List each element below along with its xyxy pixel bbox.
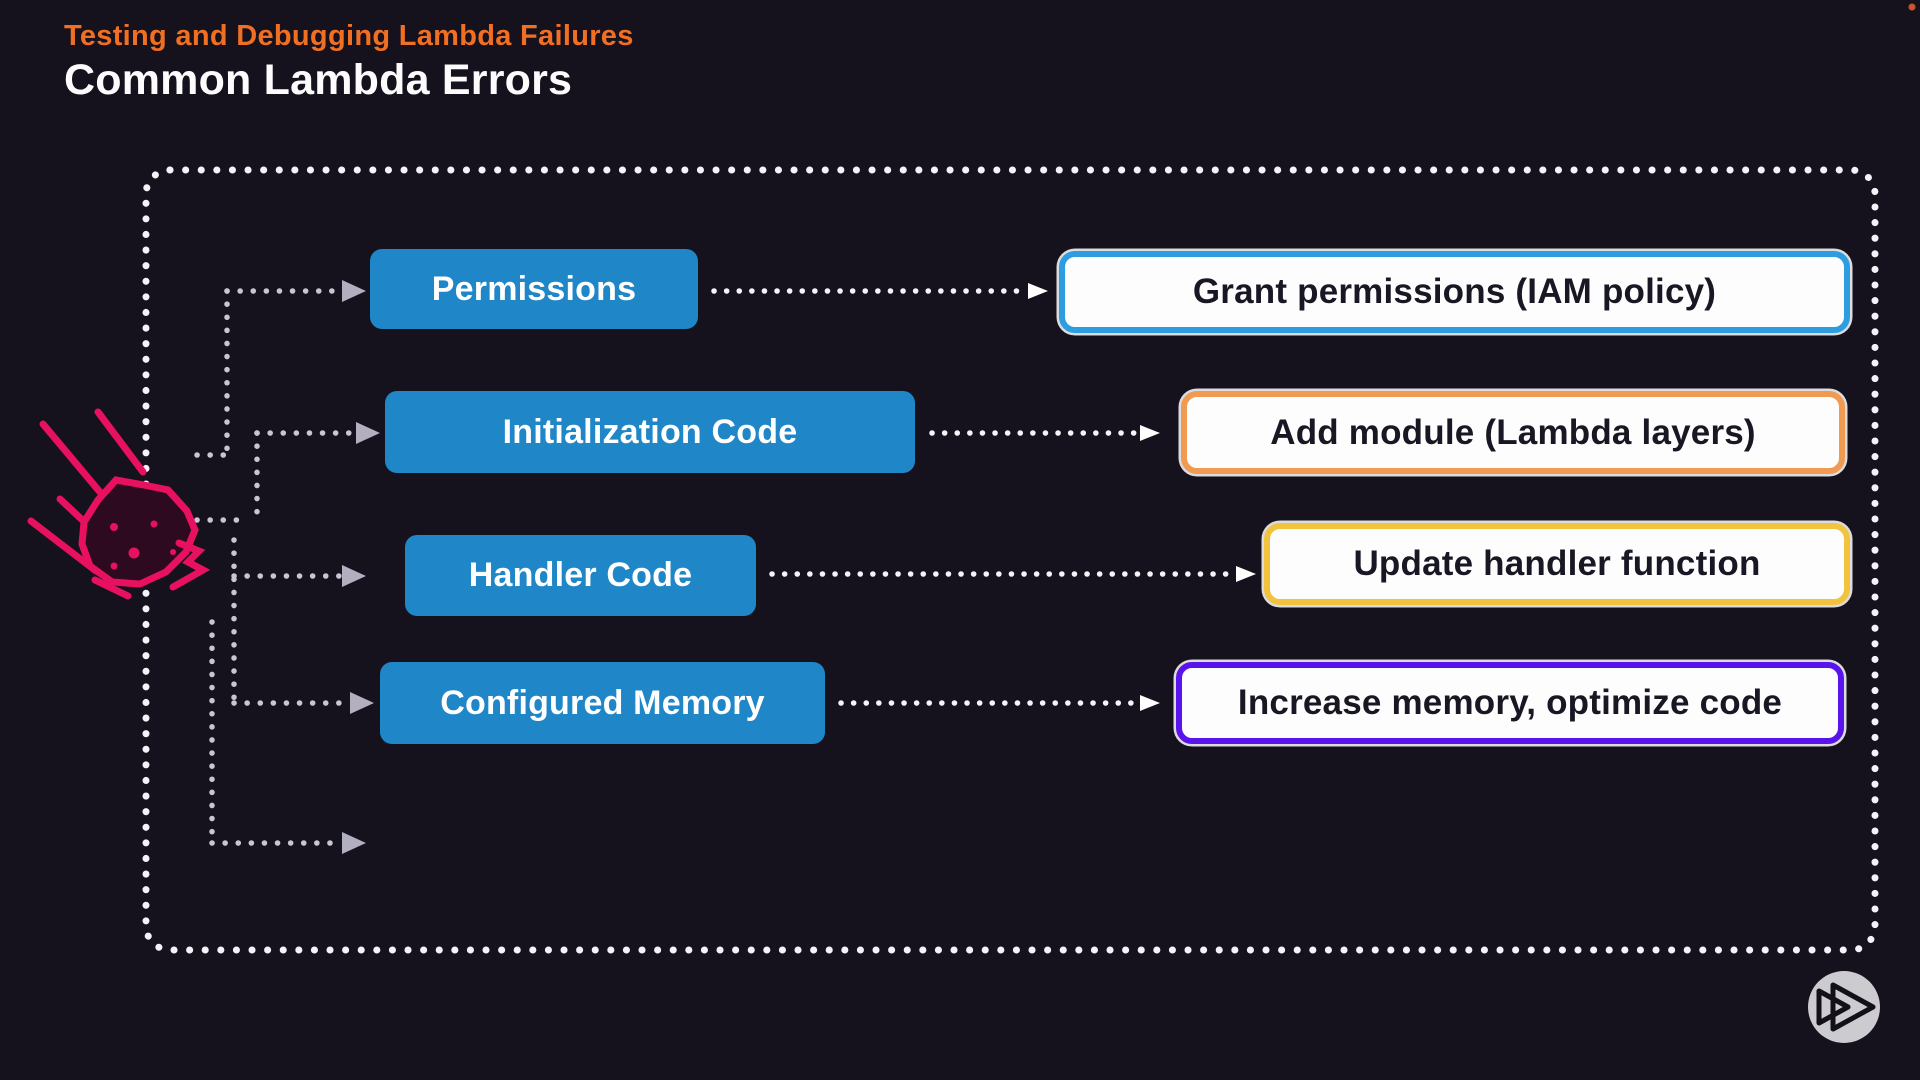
meteor-icon xyxy=(27,408,211,600)
fix-box-label: Update handler function xyxy=(1353,544,1761,583)
fix-box-label: Add module (Lambda layers) xyxy=(1270,412,1756,452)
slide-kicker: Testing and Debugging Lambda Failures xyxy=(64,20,634,52)
error-box-label: Initialization Code xyxy=(502,412,798,451)
fix-box-grant-permissions: Grant permissions (IAM policy) xyxy=(1059,251,1850,333)
fix-box-label: Grant permissions (IAM policy) xyxy=(1192,272,1717,311)
play-icon xyxy=(1816,982,1876,1032)
error-box-label: Configured Memory xyxy=(440,683,765,722)
meteor-craters xyxy=(110,520,176,570)
slide-title: Common Lambda Errors xyxy=(64,56,573,104)
fix-box-add-module: Add module (Lambda layers) xyxy=(1181,391,1845,474)
fix-box-label: Increase memory, optimize code xyxy=(1237,683,1783,722)
connector-tree xyxy=(194,288,357,846)
connector-tree-arrowheads xyxy=(342,280,380,854)
error-box-handler-code: Handler Code xyxy=(405,535,756,616)
record-dot xyxy=(1908,3,1916,11)
error-box-configured-memory: Configured Memory xyxy=(380,662,825,744)
error-box-permissions: Permissions xyxy=(370,249,698,329)
error-box-initialization-code: Initialization Code xyxy=(385,391,915,473)
error-box-label: Handler Code xyxy=(468,556,693,594)
error-box-label: Permissions xyxy=(431,269,637,308)
row-connector-arrowheads xyxy=(1028,283,1256,711)
fix-box-update-handler: Update handler function xyxy=(1264,523,1850,605)
pluralsight-play-logo xyxy=(1808,971,1880,1043)
fix-box-increase-memory: Increase memory, optimize code xyxy=(1176,662,1844,744)
row-connectors xyxy=(711,288,1235,706)
